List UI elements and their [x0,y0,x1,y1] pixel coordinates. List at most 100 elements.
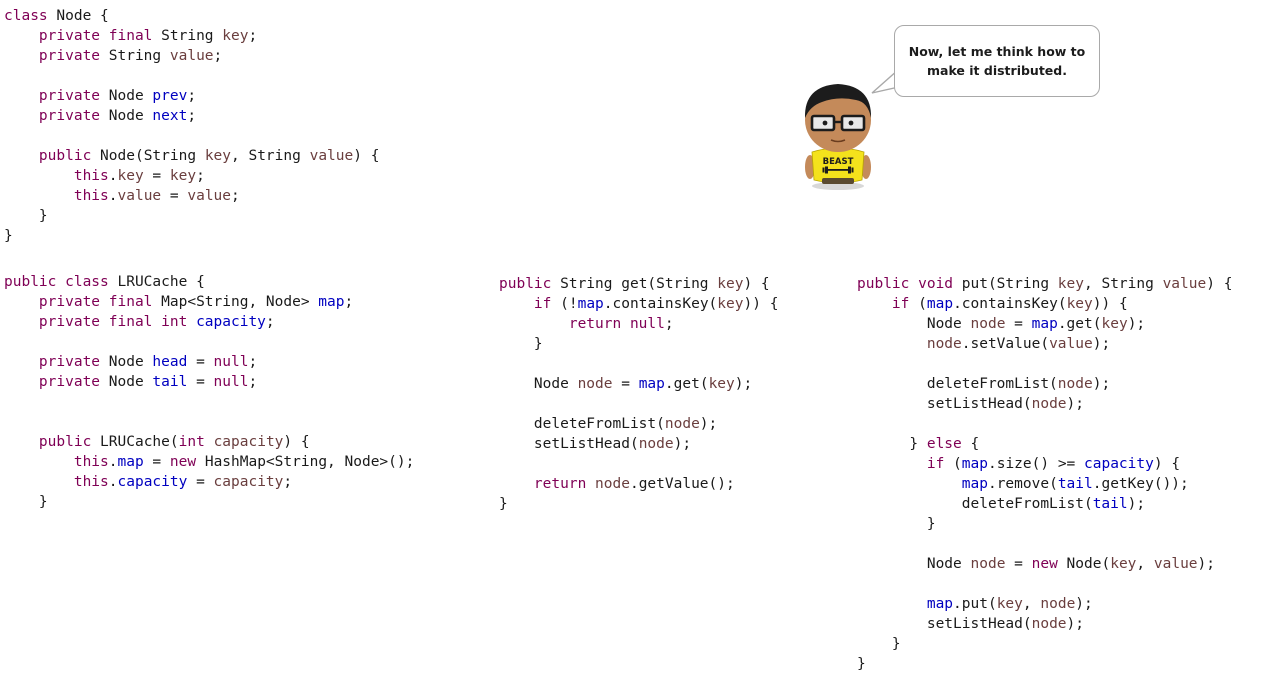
code-token: return [533,476,587,492]
code-token: key [708,376,735,392]
code-token: ) { [1206,276,1233,292]
code-token: ; [344,294,354,310]
code-token: = [187,374,214,390]
code-line: } [4,226,379,246]
code-line: private final Map<String, Node> map; [4,292,414,312]
code-token: key [717,276,744,292]
code-token: return null [568,316,665,332]
code-line [4,392,414,412]
code-line: setListHead(node); [499,434,778,454]
code-line [857,534,1232,554]
code-token: key [996,596,1023,612]
code-token: Node(String [91,148,205,164]
code-token [4,28,39,44]
code-line: public LRUCache(int capacity) { [4,432,414,452]
speech-bubble: Now, let me think how to make it distrib… [894,25,1100,97]
code-line: private Node prev; [4,86,379,106]
code-line: this.key = key; [4,166,379,186]
code-line: deleteFromList(tail); [857,494,1232,514]
code-token: deleteFromList( [857,376,1058,392]
code-line: public Node(String key, String value) { [4,146,380,166]
code-token: = [612,376,639,392]
code-token: null [213,354,249,370]
code-token: ; [248,374,258,390]
code-token: tail [1092,496,1128,512]
code-block-get-method: public String get(String key) { if (!map… [499,274,778,514]
code-token [187,314,196,330]
code-token: key [1101,316,1128,332]
code-token: )) { [743,296,779,312]
code-token: prev [152,88,188,104]
code-token: HashMap<String, Node>(); [196,454,415,470]
code-token: value [309,148,354,164]
code-token: node [638,436,674,452]
code-token: value [1162,276,1207,292]
code-token: = [1005,556,1032,572]
code-line: map.put(key, node); [857,594,1232,614]
code-line: private final String key; [4,26,379,46]
code-token: { [961,436,980,452]
code-token: this [73,168,109,184]
code-token: = [161,188,188,204]
code-token [4,374,39,390]
code-line: } [499,334,778,354]
code-token: node [970,556,1006,572]
code-token: map [961,476,988,492]
code-line: Node node = map.get(key); [857,314,1232,334]
code-line [499,354,778,374]
code-token: Node { [47,8,109,24]
cartoon-avatar: BEAST [804,84,872,190]
code-token: , [1136,556,1154,572]
code-token: key [1110,556,1137,572]
code-token [205,434,214,450]
code-token: Map<String, Node> [152,294,319,310]
code-token: ( [944,456,962,472]
code-token: .containsKey( [603,296,718,312]
code-token: } [499,336,543,352]
code-token: .getValue(); [629,476,735,492]
code-token: key [169,168,197,184]
code-line: class Node { [4,6,379,26]
code-token: . [108,474,118,490]
code-token: ); [1066,396,1084,412]
code-token: value [1049,336,1093,352]
code-token: .remove( [987,476,1058,492]
code-token [4,314,39,330]
code-token: capacity [213,434,284,450]
code-line: public String get(String key) { [499,274,778,294]
code-line: this.capacity = capacity; [4,472,414,492]
avatar-shirt-text: BEAST [823,157,854,167]
code-token: ; [248,28,258,44]
speech-bubble-text: Now, let me think how to make it distrib… [908,44,1086,78]
code-token: next [152,108,188,124]
code-token: head [152,354,188,370]
dumbbell-icon [822,166,854,174]
code-token: private final int [38,314,188,330]
code-token: ; [187,108,197,124]
code-token: ); [1066,616,1084,632]
code-token: key [1057,276,1084,292]
code-token [586,476,595,492]
code-token [4,434,39,450]
code-line [4,332,414,352]
code-token: capacity [213,474,284,490]
code-token: map [318,294,345,310]
code-token: } [499,496,508,512]
code-token: ); [1092,336,1111,352]
code-line: this.map = new HashMap<String, Node>(); [4,452,415,472]
code-token [4,168,74,184]
code-token: ) { [743,276,770,292]
code-line: public void put(String key, String value… [857,274,1232,294]
code-line: } [857,654,1232,674]
code-token: if [891,296,910,312]
code-token: ); [1197,556,1216,572]
code-token: ) { [353,148,380,164]
code-token: this [73,188,109,204]
code-token: map [926,296,954,312]
code-token: , [1022,596,1041,612]
code-line: private String value; [4,46,379,66]
code-token: ; [213,48,223,64]
code-token: (! [551,296,578,312]
code-token: class [4,8,48,24]
code-token: map [1031,316,1058,332]
